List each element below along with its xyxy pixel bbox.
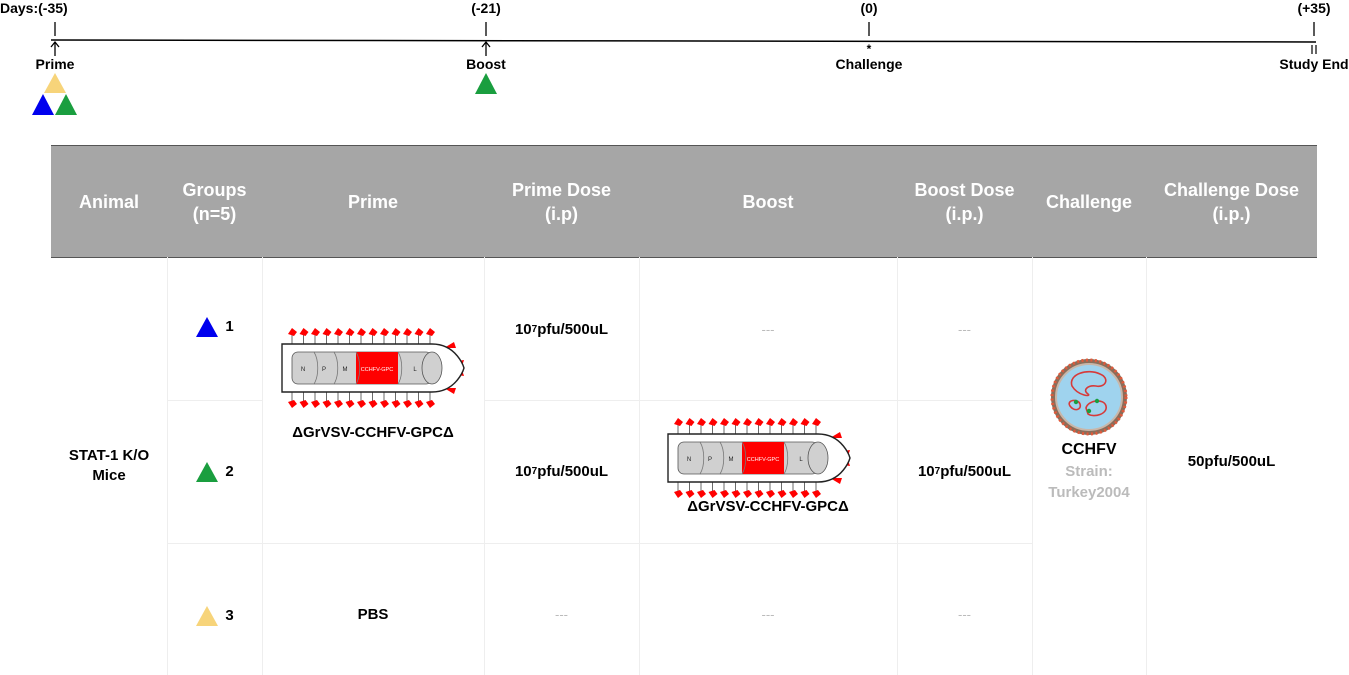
group3-triangle-icon — [44, 73, 66, 93]
group-1-number: 1 — [225, 318, 234, 335]
header-challenge-dose: Challenge Dose(i.p.) — [1163, 179, 1300, 224]
prime-vaccine-name: ΔGrVSV-CCHFV-GPCΔ — [292, 424, 454, 441]
segment-label: N — [687, 457, 691, 463]
boost-dose-group-3: --- — [958, 607, 971, 622]
segment-label: M — [343, 367, 348, 373]
day-challenge: (0) — [860, 0, 878, 16]
yellow-triangle-icon — [196, 606, 219, 626]
label-challenge: Challenge — [835, 56, 903, 72]
header-animal: Animal — [78, 191, 139, 212]
days-prefix: Days: — [0, 0, 39, 16]
header-challenge: Challenge — [1045, 191, 1133, 212]
label-boost: Boost — [466, 56, 506, 72]
segment-label: N — [301, 367, 305, 373]
timeline-axis — [32, 22, 1317, 115]
header-boost-dose: Boost Dose(i.p.) — [914, 179, 1015, 224]
green-triangle-icon — [196, 462, 219, 482]
challenge-strain: Turkey2004 — [1048, 484, 1130, 501]
group2-boost-triangle-icon — [475, 73, 497, 94]
group-1-cell: 1 — [167, 300, 262, 354]
table-header: Animal Groups(n=5) Prime Prime Dose(i.p)… — [51, 145, 1317, 258]
challenge-marker: * — [866, 42, 872, 56]
boost-group-1: --- — [761, 322, 775, 337]
segment-label: L — [413, 367, 417, 373]
segment-label: CCHFV-GPC — [361, 367, 393, 373]
boost-vaccine-name: ΔGrVSV-CCHFV-GPCΔ — [687, 498, 849, 515]
group-3-cell: 3 — [167, 589, 262, 643]
segment-label: M — [729, 457, 734, 463]
day-prime: (-35) — [38, 0, 68, 16]
group-3-number: 3 — [225, 607, 234, 624]
challenge-dose: 50pfu/500uL — [1187, 453, 1276, 470]
label-study-end: Study End — [1279, 56, 1349, 72]
group-2-number: 2 — [225, 463, 234, 480]
day-study-end: (+35) — [1297, 0, 1331, 16]
days-label: Days:(-35) — [0, 0, 68, 16]
cchfv-virion-icon — [1050, 358, 1128, 436]
blue-triangle-icon — [196, 317, 219, 337]
boost-group-3: --- — [761, 607, 775, 622]
segment-label: CCHFV-GPC — [747, 457, 779, 463]
segment-label: P — [708, 457, 712, 463]
header-groups: Groups(n=5) — [182, 179, 247, 224]
group-2-cell: 2 — [167, 445, 262, 499]
boost-vsv-vector-icon: N P M CCHFV-GPC L — [667, 418, 851, 498]
challenge-strain-label: Strain: — [1065, 463, 1113, 480]
prime-group-3: PBS — [357, 606, 389, 623]
label-prime: Prime — [35, 56, 75, 72]
boost-dose-group-1: --- — [958, 322, 971, 337]
header-boost: Boost — [742, 191, 794, 212]
challenge-virus-name: CCHFV — [1061, 441, 1117, 458]
prime-vsv-vector-icon: N P M CCHFV-GPC L — [281, 328, 465, 408]
header-prime-dose: Prime Dose(i.p) — [511, 179, 612, 224]
group1-triangle-icon — [32, 94, 54, 115]
header-prime: Prime — [347, 191, 399, 212]
prime-dose-group-3: --- — [555, 607, 568, 622]
group2-triangle-icon — [55, 94, 77, 115]
segment-label: P — [322, 367, 326, 373]
day-boost: (-21) — [471, 0, 501, 16]
segment-label: L — [799, 457, 803, 463]
